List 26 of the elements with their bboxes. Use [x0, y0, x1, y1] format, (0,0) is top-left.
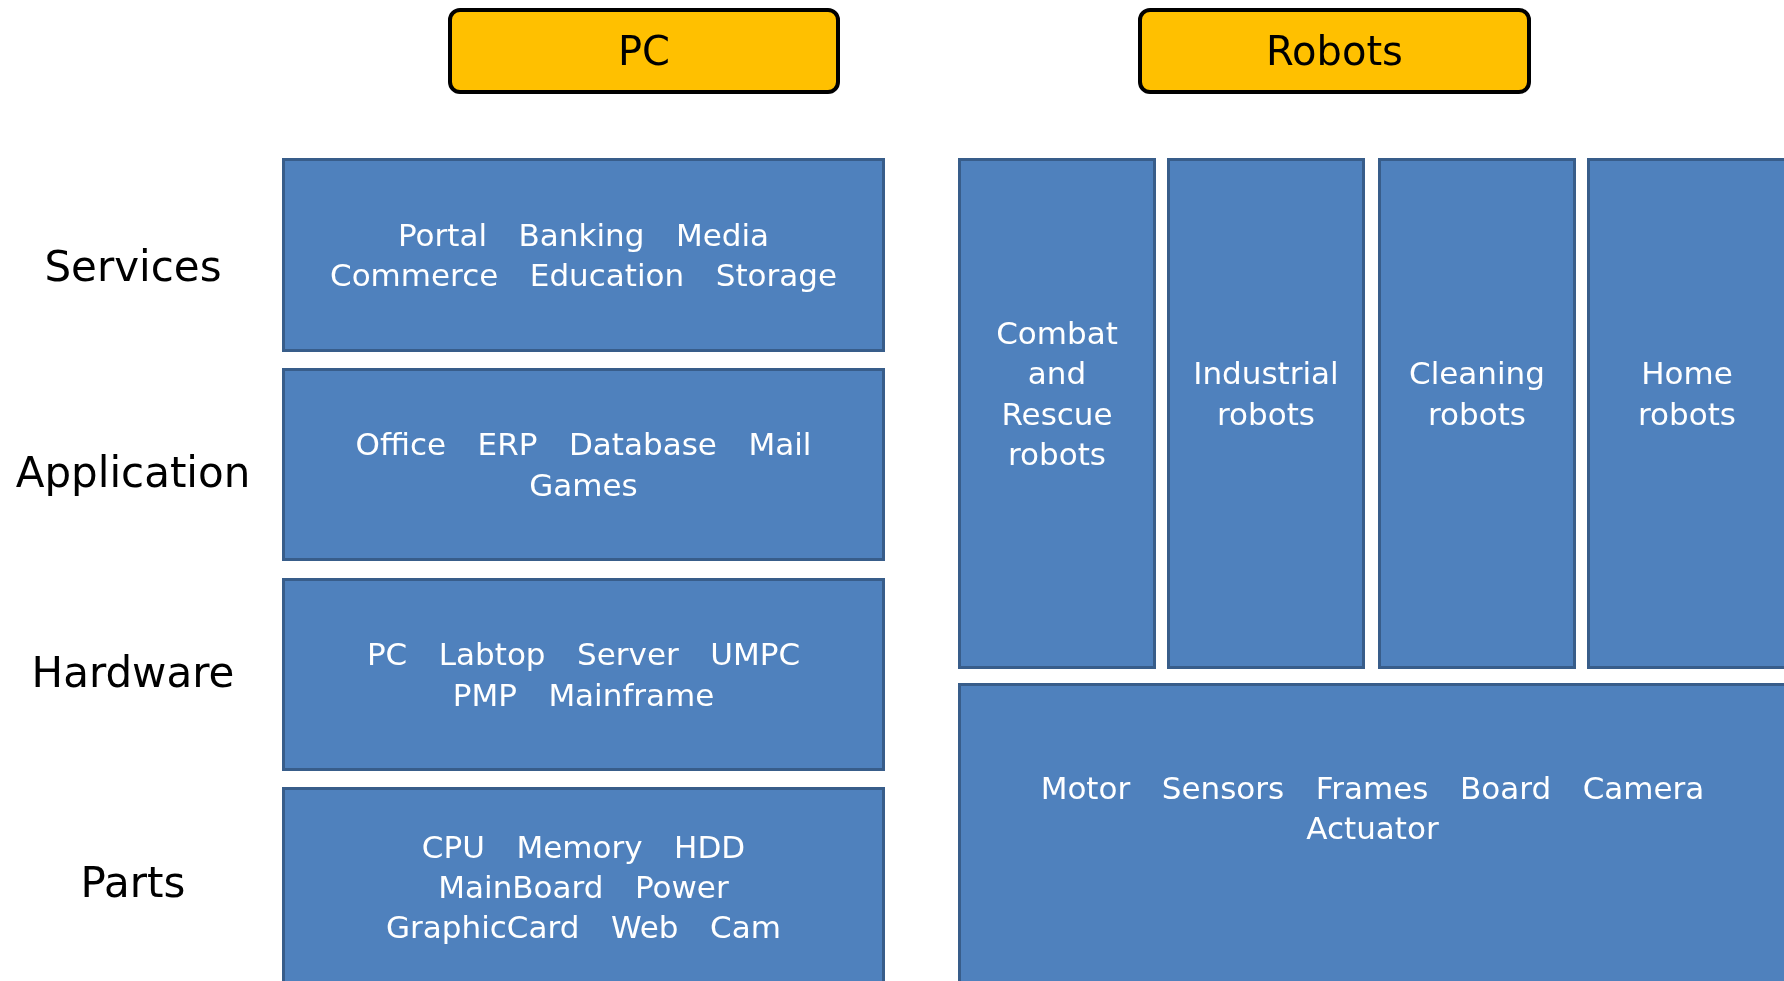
header-text: PC — [617, 28, 671, 74]
layer-box — [958, 158, 1156, 669]
layer-box — [282, 578, 885, 771]
layer-label: Hardware — [31, 647, 235, 697]
layer-box — [1587, 158, 1784, 669]
layer-box — [1167, 158, 1365, 669]
category-header — [1138, 8, 1531, 94]
box-text: Motor Sensors Frames Board Camera Actuator — [1039, 768, 1706, 848]
category-header — [448, 8, 840, 94]
layer-box — [282, 368, 885, 561]
box-text: PC Labtop Server UMPC PMP Mainframe — [365, 635, 802, 715]
box-text: Home robots — [1637, 354, 1737, 434]
layer-label: Services — [44, 241, 222, 291]
layer-box — [282, 158, 885, 352]
box-text: CPU Memory HDD MainBoard Power GraphicCard Web Cam — [385, 827, 782, 948]
layer-label: Parts — [80, 857, 186, 907]
box-text: Office ERP Database Mail Games — [354, 425, 813, 505]
box-text: Cleaning robots — [1408, 354, 1546, 434]
box-text: Industrial robots — [1192, 354, 1340, 434]
layer-box — [958, 683, 1784, 981]
layer-box — [1378, 158, 1576, 669]
layer-label: Application — [15, 447, 251, 497]
layer-box — [282, 787, 885, 981]
box-text: Portal Banking Media Commerce Education Storage — [329, 215, 838, 295]
header-text: Robots — [1266, 28, 1403, 74]
box-text: Combat and Rescue robots — [995, 313, 1119, 474]
